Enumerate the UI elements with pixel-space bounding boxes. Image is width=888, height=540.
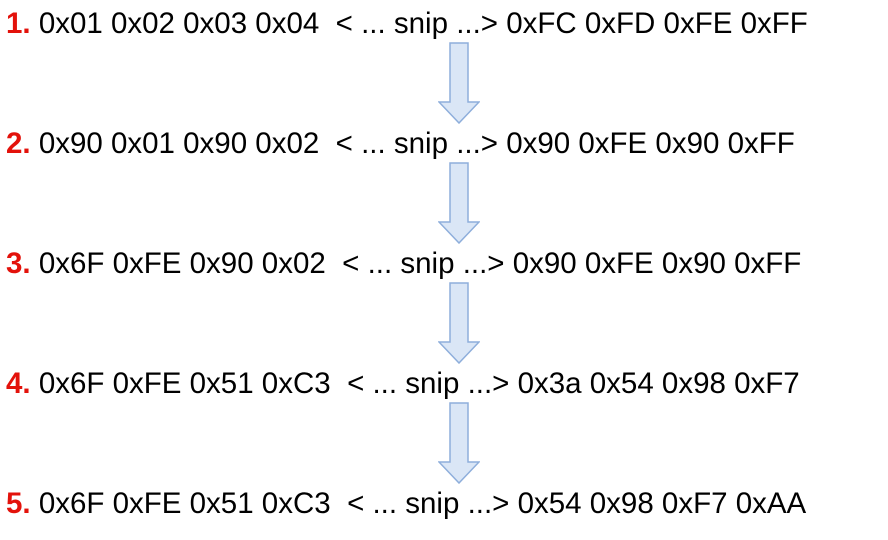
down-arrow-icon bbox=[438, 282, 480, 364]
step-bytes: 0x01 0x02 0x03 0x04 < ... snip ...> 0xFC… bbox=[38, 7, 808, 40]
step-number: 3. bbox=[6, 247, 31, 280]
step-4: 4. 0x6F 0xFE 0x51 0xC3 < ... snip ...> 0… bbox=[6, 364, 800, 404]
step-bytes: 0x6F 0xFE 0x51 0xC3 < ... snip ...> 0x3a… bbox=[38, 367, 800, 400]
step-bytes: 0x6F 0xFE 0x90 0x02 < ... snip ...> 0x90… bbox=[38, 247, 802, 280]
step-5: 5. 0x6F 0xFE 0x51 0xC3 < ... snip ...> 0… bbox=[6, 484, 806, 524]
step-number: 2. bbox=[6, 127, 31, 160]
step-3: 3. 0x6F 0xFE 0x90 0x02 < ... snip ...> 0… bbox=[6, 244, 801, 284]
down-arrow-icon bbox=[438, 42, 480, 124]
step-bytes: 0x6F 0xFE 0x51 0xC3 < ... snip ...> 0x54… bbox=[38, 487, 807, 520]
step-bytes: 0x90 0x01 0x90 0x02 < ... snip ...> 0x90… bbox=[38, 127, 795, 160]
step-2: 2. 0x90 0x01 0x90 0x02 < ... snip ...> 0… bbox=[6, 124, 795, 164]
step-number: 1. bbox=[6, 7, 31, 40]
step-number: 4. bbox=[6, 367, 31, 400]
step-number: 5. bbox=[6, 487, 31, 520]
down-arrow-icon bbox=[438, 162, 480, 244]
down-arrow-icon bbox=[438, 402, 480, 484]
step-1: 1. 0x01 0x02 0x03 0x04 < ... snip ...> 0… bbox=[6, 4, 808, 44]
